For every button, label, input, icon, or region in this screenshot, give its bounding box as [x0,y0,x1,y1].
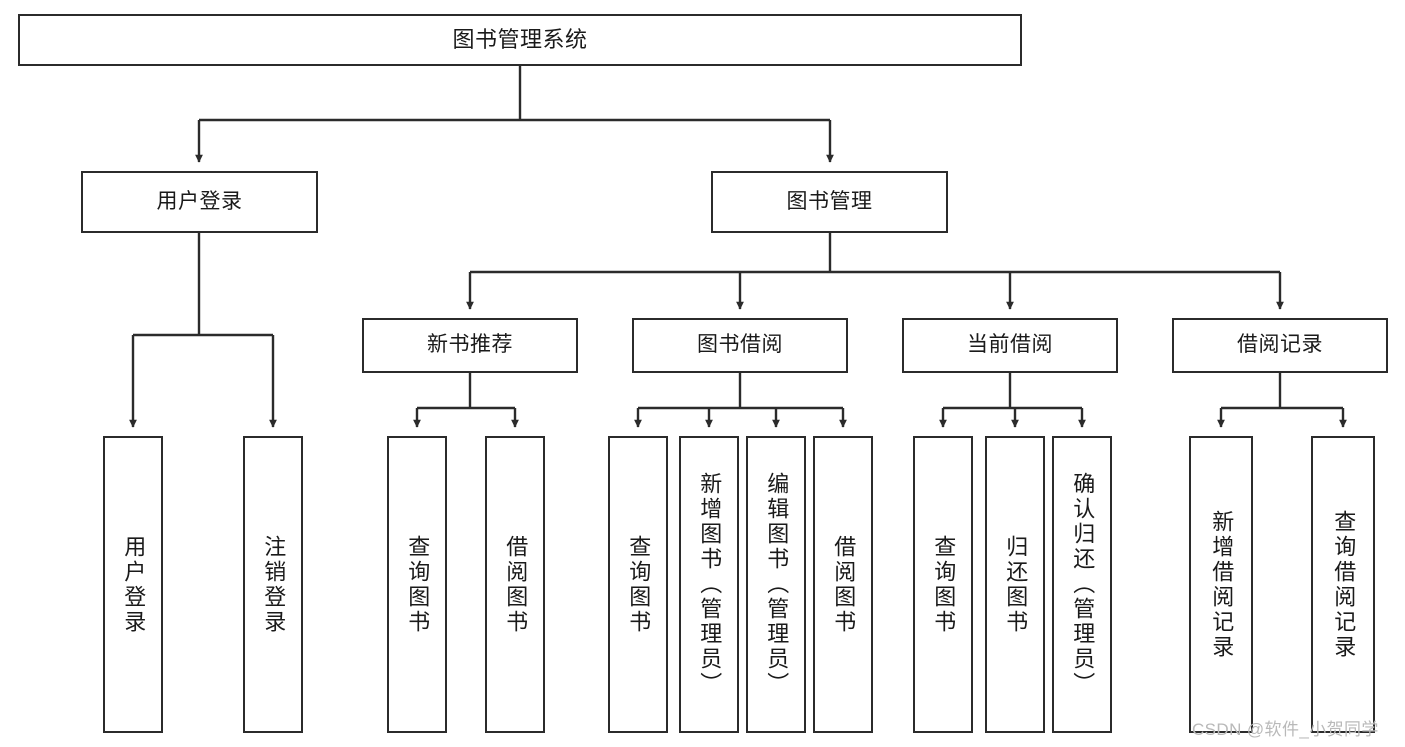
node-borrow-record-label: 借阅记录 [1237,333,1323,357]
connector-current-borrow-to-leaves [939,373,1086,428]
node-leaf-query-book-1[interactable]: 查询图书 [387,436,447,733]
node-leaf-borrow-book-1-label: 借阅图书 [503,534,529,635]
node-leaf-query-book-1-label: 查询图书 [405,534,431,635]
node-leaf-edit-book-admin[interactable]: 编辑图书（管理员） [746,436,806,733]
node-leaf-edit-book-admin-label: 编辑图书（管理员） [764,472,790,697]
node-leaf-query-book-3-label: 查询图书 [931,534,957,635]
connector-book-borrow-to-leaves [634,373,847,428]
node-leaf-query-book-2[interactable]: 查询图书 [608,436,668,733]
node-user-login-label: 用户登录 [156,189,243,213]
node-new-book-recommend[interactable]: 新书推荐 [362,318,578,373]
node-leaf-logout-label: 注销登录 [261,534,287,635]
node-leaf-borrow-book-2-label: 借阅图书 [831,534,857,635]
node-borrow-record[interactable]: 借阅记录 [1172,318,1388,373]
node-leaf-user-login[interactable]: 用户登录 [103,436,163,733]
node-leaf-query-book-2-label: 查询图书 [626,534,652,635]
connector-book-management-to-level3 [466,233,1284,310]
node-user-login[interactable]: 用户登录 [81,171,318,233]
node-book-management-label: 图书管理 [786,189,873,213]
connector-user-login-to-leaves [129,233,277,428]
csdn-watermark: CSDN @软件_小贺同学 [1192,720,1379,739]
node-leaf-query-book-3[interactable]: 查询图书 [913,436,973,733]
node-leaf-add-book-admin[interactable]: 新增图书（管理员） [679,436,739,733]
node-root-label: 图书管理系统 [452,27,588,53]
connector-borrow-record-to-leaves [1217,373,1347,428]
node-leaf-add-borrow-record-label: 新增借阅记录 [1209,509,1235,660]
node-leaf-query-borrow-record-label: 查询借阅记录 [1331,509,1357,660]
node-leaf-return-book-label: 归还图书 [1003,534,1029,635]
node-book-management[interactable]: 图书管理 [711,171,948,233]
node-leaf-add-borrow-record[interactable]: 新增借阅记录 [1189,436,1253,733]
node-root[interactable]: 图书管理系统 [18,14,1022,66]
node-leaf-confirm-return-admin[interactable]: 确认归还（管理员） [1052,436,1112,733]
node-new-book-recommend-label: 新书推荐 [427,333,513,357]
node-leaf-user-login-label: 用户登录 [121,534,147,635]
node-current-borrow[interactable]: 当前借阅 [902,318,1118,373]
node-leaf-logout[interactable]: 注销登录 [243,436,303,733]
node-book-borrow-label: 图书借阅 [697,333,783,357]
node-leaf-borrow-book-1[interactable]: 借阅图书 [485,436,545,733]
node-book-borrow[interactable]: 图书借阅 [632,318,848,373]
connector-new-book-recommend-to-leaves [413,373,519,428]
node-current-borrow-label: 当前借阅 [967,333,1053,357]
node-leaf-query-borrow-record[interactable]: 查询借阅记录 [1311,436,1375,733]
connector-root-to-level2 [195,66,834,163]
node-leaf-borrow-book-2[interactable]: 借阅图书 [813,436,873,733]
node-leaf-confirm-return-admin-label: 确认归还（管理员） [1070,472,1096,697]
node-leaf-add-book-admin-label: 新增图书（管理员） [697,472,723,697]
node-leaf-return-book[interactable]: 归还图书 [985,436,1045,733]
